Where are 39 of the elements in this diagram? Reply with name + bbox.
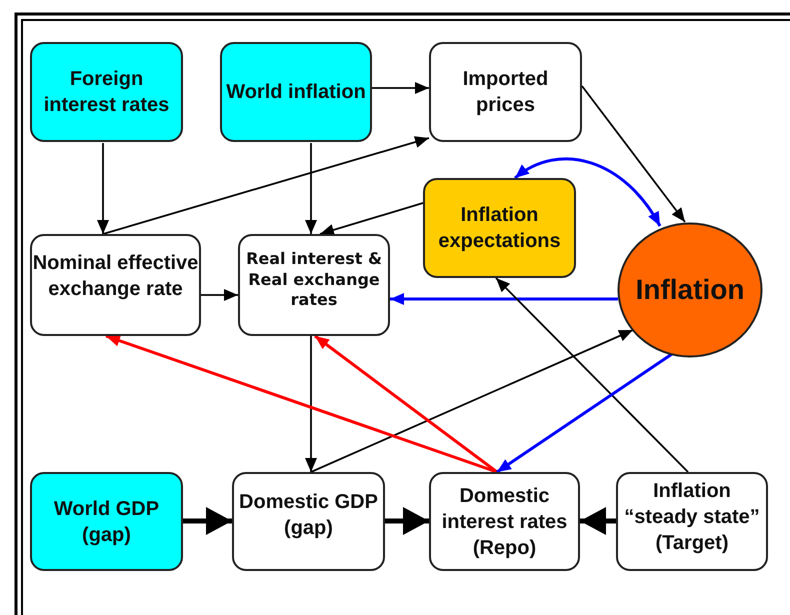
arrow [495,277,689,473]
arrow [97,143,109,234]
node-label: World GDP (gap) [52,496,160,548]
node-label: Imported prices [462,67,550,118]
process-box [220,42,372,142]
circle-node [617,222,763,358]
node-label: Domestic GDP (gap) [238,490,379,540]
arrow [314,334,498,474]
arrow [514,157,662,227]
arrow [305,143,317,234]
arrow [305,336,317,472]
arrow [385,507,429,535]
arrow [320,202,424,236]
process-box [30,234,201,336]
arrow [580,507,616,535]
node-label: Inflation expectations [437,203,562,254]
arrow [581,85,686,223]
node-label: Foreign interest rates [42,67,170,118]
process-box [30,472,183,571]
node-label: Real interest & Real exchange rates [245,248,383,312]
arrow [372,82,429,94]
process-box [423,178,576,278]
node-label: Inflation “steady state” (Target) [623,478,761,556]
process-box [238,234,390,336]
process-box [30,42,183,142]
process-box [429,472,580,571]
node-label: Inflation [636,272,744,307]
node-label: Domestic interest rates (Repo) [440,484,568,560]
arrow [201,289,238,301]
arrow [310,329,634,473]
arrow [102,136,430,235]
node-label: World inflation [226,80,366,105]
arrow [390,293,618,305]
process-box [616,472,768,571]
arrow [183,507,232,535]
process-box [429,42,582,142]
node-label: Nominal effective exchange rate [32,251,199,302]
process-box [232,472,385,571]
arrow [496,352,673,474]
